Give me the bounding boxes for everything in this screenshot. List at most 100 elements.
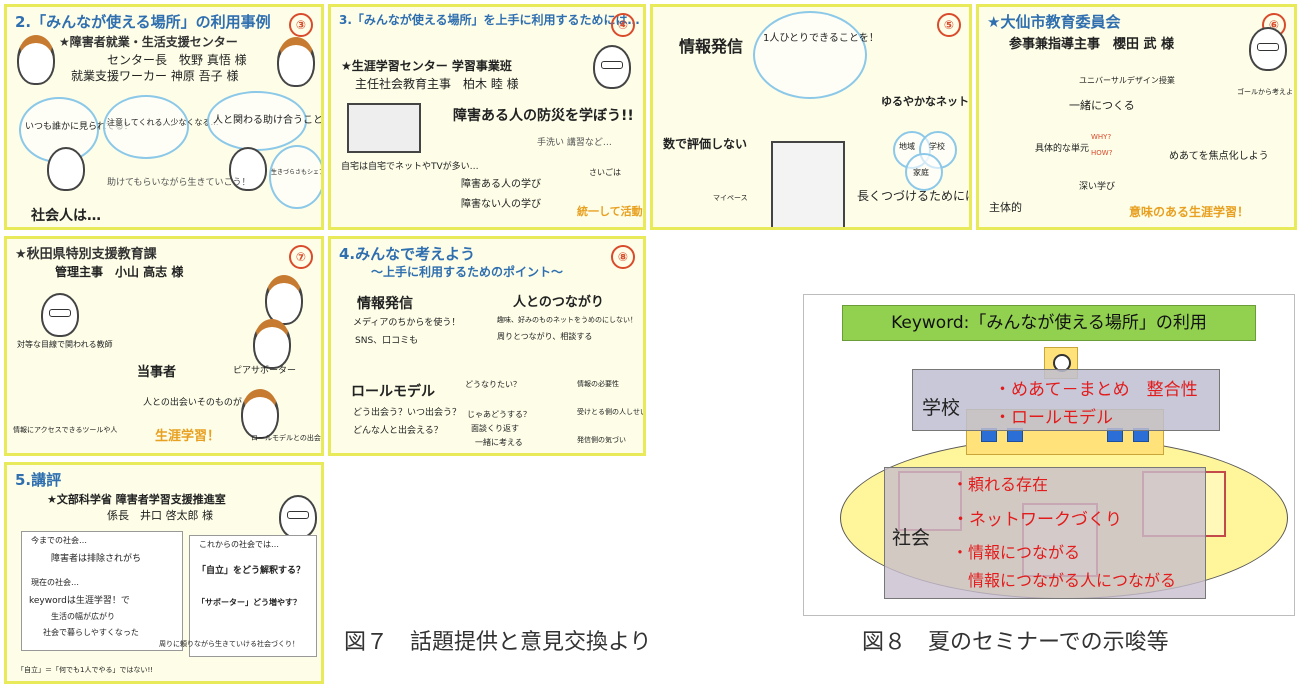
- panel-3: 2.「みんなが使える場所」の利用事例 ③ ★障害者就業・生活支援センター センタ…: [4, 4, 324, 230]
- person-illustration: [265, 275, 303, 325]
- panel-title: ★秋田県特別支援教育課: [15, 247, 157, 262]
- panel-subtitle: ～上手に利用するためのポイント～: [371, 265, 564, 279]
- panel-text: 一緒に考える: [475, 438, 523, 447]
- speaker-org: ★障害者就業・生活支援センター: [59, 35, 238, 49]
- bubble-text: 1人ひとりできることを！: [763, 33, 879, 44]
- speech-bubble: [269, 145, 321, 209]
- panel-title: ★大仙市教育委員会: [987, 13, 1121, 31]
- panel-number: ⑤: [937, 13, 961, 37]
- panel-text: ゴールから考えよう: [1237, 88, 1297, 96]
- panel-text: 長くつづけるためには…: [857, 189, 969, 203]
- bubble-text: 人と関わる助け合うこと: [213, 115, 323, 126]
- panel-4: 3.「みんなが使える場所」を上手に利用するためには… ④ ★生涯学習センター 学…: [328, 4, 646, 230]
- laptop-illustration: [347, 103, 421, 153]
- panel-text: 周りに頼りながら生きていける社会づくり！: [159, 640, 299, 648]
- panel-highlight: 意味のある生涯学習！: [1129, 205, 1250, 219]
- panel-heading: 当事者: [137, 365, 177, 380]
- bubble-text: 生きづらさもシェアしよう！: [271, 169, 324, 176]
- panel-text: 生活の幅が広がり: [51, 612, 115, 621]
- panel-7: ★秋田県特別支援教育課 ⑦ 管理主事 小山 高志 様 対等な目線で関われる教師 …: [4, 236, 324, 456]
- panel-text: 助けてもらいながら生きていこう！: [107, 178, 251, 188]
- panel-text: 現在の社会…: [31, 578, 79, 587]
- speaker-name: 主任社会教育主事 柏木 睦 様: [355, 77, 519, 91]
- panel-text: WHY?: [1091, 133, 1112, 141]
- society-item: ・ネットワークづくり: [952, 510, 1122, 530]
- panel-text: 障害者は排除されがち: [51, 554, 142, 564]
- left-box: [21, 531, 183, 651]
- panel-text: ユニバーサルデザイン授業: [1079, 76, 1175, 85]
- panel-text: 数で評価しない: [663, 137, 748, 151]
- panel-text: メディアのちからを使う！: [353, 318, 461, 328]
- panel-text: 深い学び: [1079, 182, 1116, 192]
- panel-title: 3.「みんなが使える場所」を上手に利用するためには…: [339, 13, 640, 27]
- panel-footnote: 「自立」＝「何でも1人でやる」ではない!!: [17, 666, 154, 674]
- panel-text: マイペース: [713, 194, 748, 202]
- panel-heading: 人とのつながり: [513, 295, 604, 310]
- venn-circle: [905, 153, 943, 191]
- panel-title: 4.みんなで考えよう: [339, 245, 476, 263]
- panel-text: 面談くり返す: [471, 424, 519, 433]
- figure-7-caption: 図７ 話題提供と意見交換より: [344, 630, 652, 655]
- panel-title: 5.講評: [15, 471, 62, 489]
- panel-heading: 障害ある人の防災を学ぼう!!: [453, 108, 634, 124]
- panel-text: 手洗い 講習など…: [537, 138, 612, 148]
- panel-text: 「サポーター」どう増やす？: [197, 598, 301, 607]
- panel-6: ★大仙市教育委員会 ⑥ 参事兼指導主事 櫻田 武 様 ユニバーサルデザイン授業 …: [976, 4, 1297, 230]
- panel-text: さいごは: [589, 168, 621, 177]
- society-label: 社会: [892, 527, 931, 549]
- speaker-name: 就業支援ワーカー 神原 吾子 様: [71, 69, 239, 83]
- panel-heading: 情報発信: [679, 37, 744, 56]
- panel-text: 周りとつながり、相談する: [497, 332, 593, 341]
- person-illustration: [1249, 27, 1287, 71]
- speaker-org: ★文部科学省 障害者学習支援推進室: [47, 493, 226, 506]
- keyword-banner: Keyword:「みんなが使える場所」の利用: [842, 305, 1256, 341]
- society-item: 情報につながる人につながる: [952, 571, 1177, 590]
- panel-heading: ゆるやかなネットワークづくり: [881, 95, 969, 108]
- panel-number: ⑧: [611, 245, 635, 269]
- panel-text: 具体的な単元: [1035, 144, 1090, 154]
- checklist-item: 情報の必要性: [577, 380, 619, 388]
- panel-title: 2.「みんなが使える場所」の利用事例: [15, 13, 271, 31]
- venn-label: 学校: [929, 142, 945, 151]
- speech-bubble: [103, 95, 189, 159]
- venn-label: 家庭: [913, 168, 929, 177]
- panel-text: 障害ない人の学び: [461, 199, 541, 210]
- panel-text: じゃあどうする？: [467, 410, 531, 419]
- society-item: ・頼れる存在: [952, 475, 1049, 494]
- panel-text: これからの社会では…: [199, 540, 279, 549]
- panel-text: 情報にアクセスできるツールや人: [13, 426, 118, 434]
- speaker-name: センター長 牧野 真悟 様: [107, 53, 247, 67]
- person-illustration: [47, 147, 85, 191]
- person-illustration: [253, 319, 291, 369]
- panel-text: 趣味、好みのものネットをうめのにしない！: [497, 316, 637, 324]
- panel-text: どうなりたい？: [465, 380, 521, 389]
- panel-highlight: 生涯学習！: [155, 429, 221, 444]
- bubble-text: いつも誰かに見られてる！: [25, 122, 133, 132]
- panel-text: SNS、口コミも: [355, 336, 419, 346]
- panel-number: ④: [611, 13, 635, 37]
- panel-text: 社会で暮らしやすくなった: [43, 628, 139, 637]
- panel-text: keywordは生涯学習！で: [29, 596, 130, 606]
- speaker-name: 管理主事 小山 高志 様: [55, 265, 184, 279]
- checklist-item: 発信側の気づい: [577, 436, 626, 444]
- panel-number: ⑦: [289, 245, 313, 269]
- panel-text: めあてを焦点化しよう: [1169, 151, 1269, 162]
- society-box: [884, 467, 1206, 599]
- panel-text: 社会人は…: [31, 208, 101, 224]
- panel-5: ⑤ 情報発信 1人ひとりできることを！ ゆるやかなネットワークづくり 地域 学校…: [650, 4, 972, 230]
- panel-heading: 情報発信: [357, 296, 413, 312]
- school-label: 学校: [922, 397, 961, 419]
- panel-highlight: 統一して活動！: [577, 205, 643, 218]
- speech-bubble: [753, 11, 867, 99]
- panel-text: 「自立」をどう解釈する？: [197, 566, 306, 576]
- panel-text: どう出会う？いつ出会う？: [353, 408, 462, 418]
- panel-text: HOW?: [1091, 149, 1113, 157]
- checklist-item: 受けとる側の人しせい: [577, 408, 646, 416]
- person-illustration: [229, 147, 267, 191]
- figure-8-caption: 図８ 夏のセミナーでの示唆等: [862, 630, 1169, 655]
- person-illustration: [241, 389, 279, 439]
- society-item: ・情報につながる: [952, 543, 1081, 562]
- panel-text: 一緒につくる: [1069, 99, 1135, 112]
- venn-label: 地域: [899, 142, 915, 151]
- school-item: ・ロールモデル: [994, 408, 1113, 428]
